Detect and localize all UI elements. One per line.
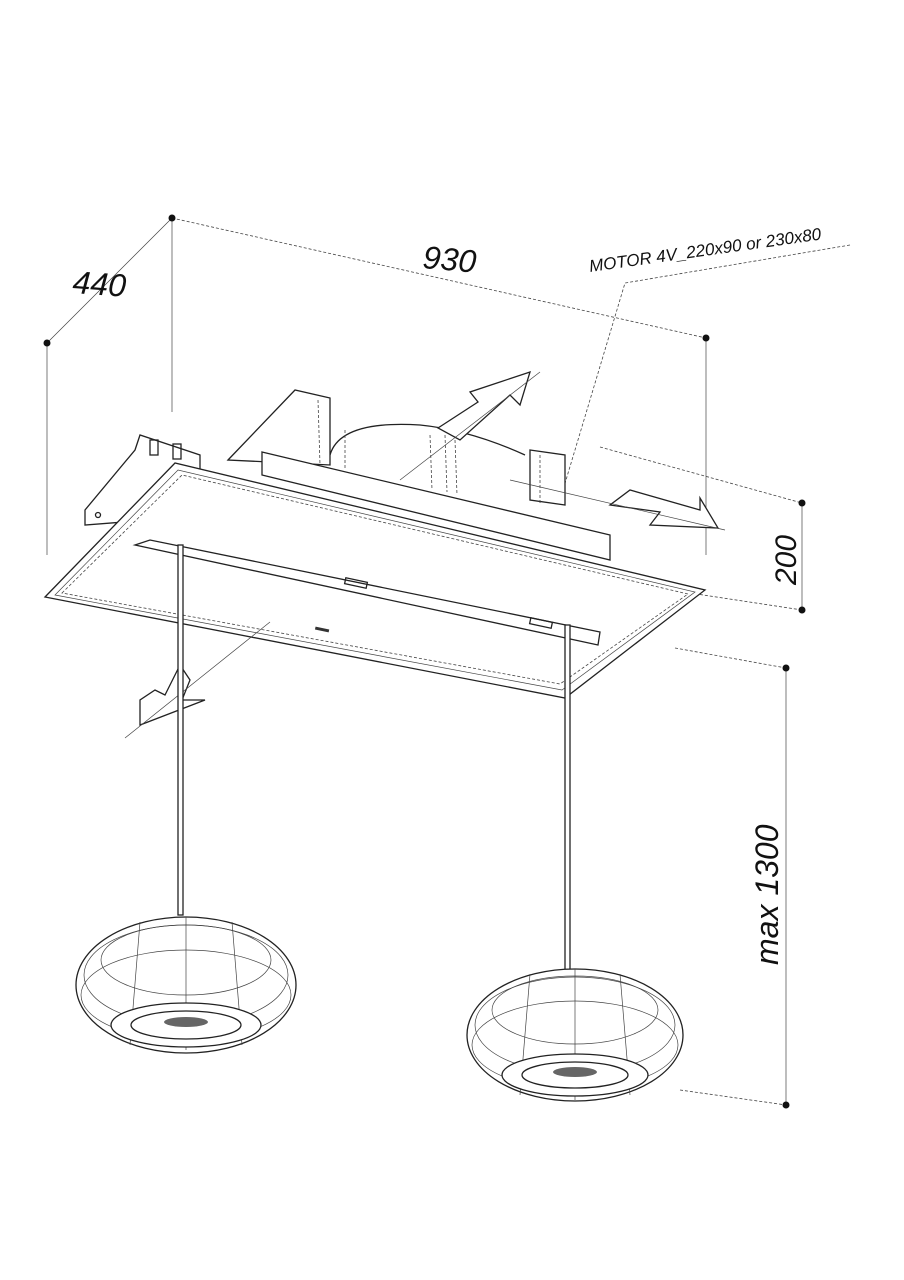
pendant-lamp-right [466,968,684,1102]
drop-dimension-label: max 1300 [749,824,785,965]
pendant-lamp-left [75,916,297,1054]
width-dimension-label: 930 [421,239,478,280]
airflow-arrows [124,370,726,739]
hood-body [43,389,707,699]
motor-label: MOTOR 4V_220x90 or 230x80 [588,224,823,275]
height-dimension-label: 200 [770,535,803,586]
depth-dimension-label: 440 [72,264,128,304]
